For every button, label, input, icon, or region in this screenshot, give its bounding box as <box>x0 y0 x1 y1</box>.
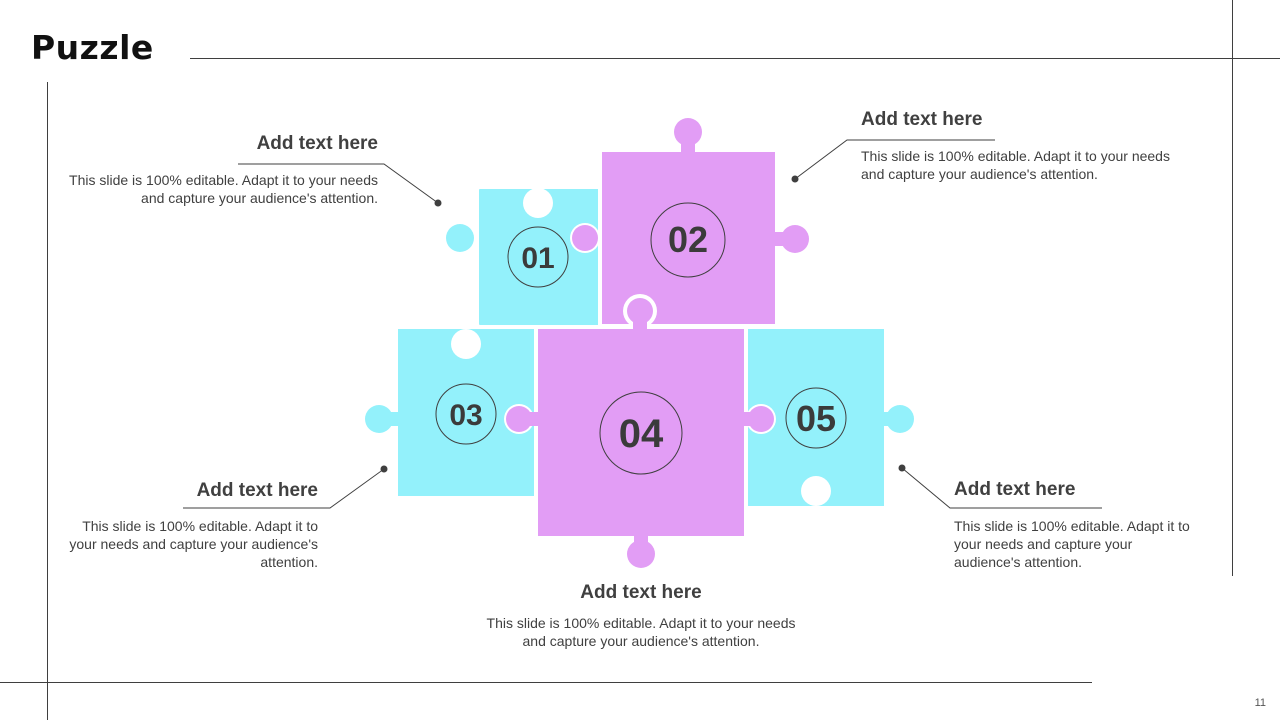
piece-03-number: 03 <box>449 399 482 432</box>
page-title: Puzzle <box>31 28 154 67</box>
callout-3-leader <box>183 468 385 509</box>
bottom-rule <box>0 682 1092 683</box>
callout-2-dot <box>791 175 799 183</box>
callout-1-dot <box>434 199 442 207</box>
callout-2-body: This slide is 100% editable. Adapt it to… <box>861 148 1170 182</box>
callout-3-dot <box>380 465 388 473</box>
page-number: 11 <box>1254 697 1266 709</box>
piece-05-number: 05 <box>796 398 836 439</box>
piece-04-badge <box>599 391 683 475</box>
piece-04 <box>506 298 774 568</box>
callout-3-body: This slide is 100% editable. Adapt it to… <box>69 518 318 570</box>
piece-01-badge <box>507 226 569 288</box>
callout-4-leader <box>901 467 1102 509</box>
piece-02-number: 02 <box>668 219 708 260</box>
piece-03-badge <box>435 383 497 445</box>
callout-3-heading: Add text here <box>196 480 318 501</box>
callout-4-dot <box>898 464 906 472</box>
title-rule <box>190 58 1280 59</box>
callout-1-body: This slide is 100% editable. Adapt it to… <box>69 172 378 206</box>
callout-5-heading: Add text here <box>580 582 702 603</box>
piece-04-number: 04 <box>619 412 664 456</box>
callout-1-leader <box>238 163 439 204</box>
callout-2-leader <box>794 139 995 180</box>
right-vertical-rule <box>1232 0 1233 576</box>
piece-02-badge <box>650 202 726 278</box>
piece-02 <box>572 118 809 328</box>
piece-05-badge <box>785 387 847 449</box>
callout-5-body: This slide is 100% editable. Adapt it to… <box>486 615 796 649</box>
piece-01-number: 01 <box>521 242 554 275</box>
callout-4-heading: Add text here <box>954 479 1076 500</box>
callout-4-body: This slide is 100% editable. Adapt it to… <box>954 518 1190 570</box>
callout-1-heading: Add text here <box>256 133 378 154</box>
left-vertical-rule <box>47 82 48 720</box>
callout-2-heading: Add text here <box>861 109 983 130</box>
